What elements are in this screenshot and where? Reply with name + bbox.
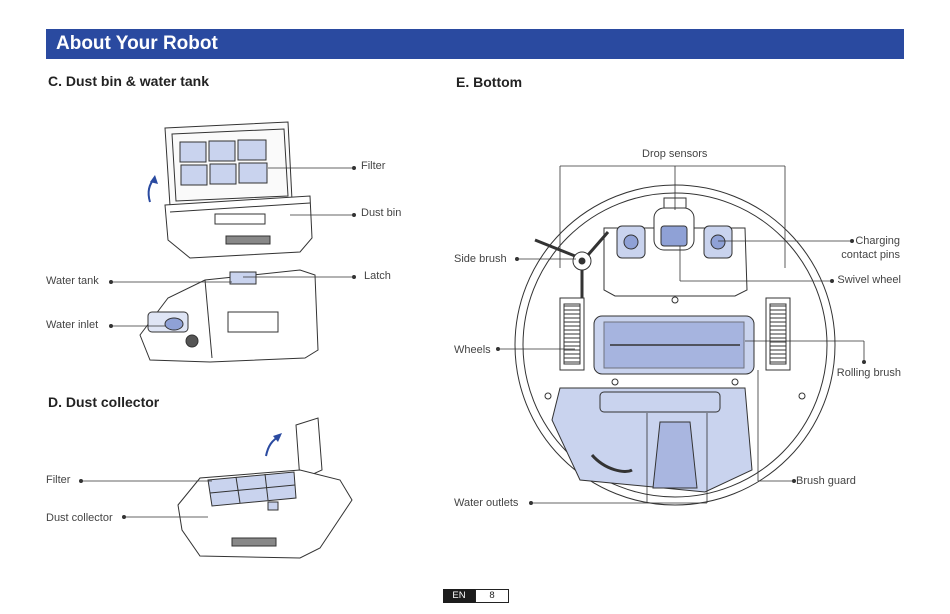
label-rolling-brush: Rolling brush: [837, 367, 901, 379]
page-number: 8: [475, 589, 509, 603]
label-charging-line2: contact pins: [841, 249, 900, 261]
language-tag: EN: [443, 589, 475, 603]
label-water-tank: Water tank: [46, 275, 99, 287]
dust-bin-illustration: [165, 122, 312, 258]
dust-collector-illustration: [178, 418, 352, 558]
label-filter-d: Filter: [46, 474, 70, 486]
label-wheels: Wheels: [454, 344, 491, 356]
label-water-outlets: Water outlets: [454, 497, 518, 509]
label-latch: Latch: [364, 270, 391, 282]
label-side-brush: Side brush: [454, 253, 507, 265]
label-filter-c: Filter: [361, 160, 385, 172]
robot-bottom-illustration: [515, 185, 835, 505]
label-dust-bin: Dust bin: [361, 207, 401, 219]
label-water-inlet: Water inlet: [46, 319, 98, 331]
label-drop-sensors: Drop sensors: [642, 148, 707, 160]
label-swivel-wheel: Swivel wheel: [837, 274, 901, 286]
label-dust-collector: Dust collector: [46, 512, 113, 524]
water-tank-illustration: [140, 270, 318, 362]
label-charging-line1: Charging: [855, 235, 900, 247]
label-brush-guard: Brush guard: [796, 475, 856, 487]
